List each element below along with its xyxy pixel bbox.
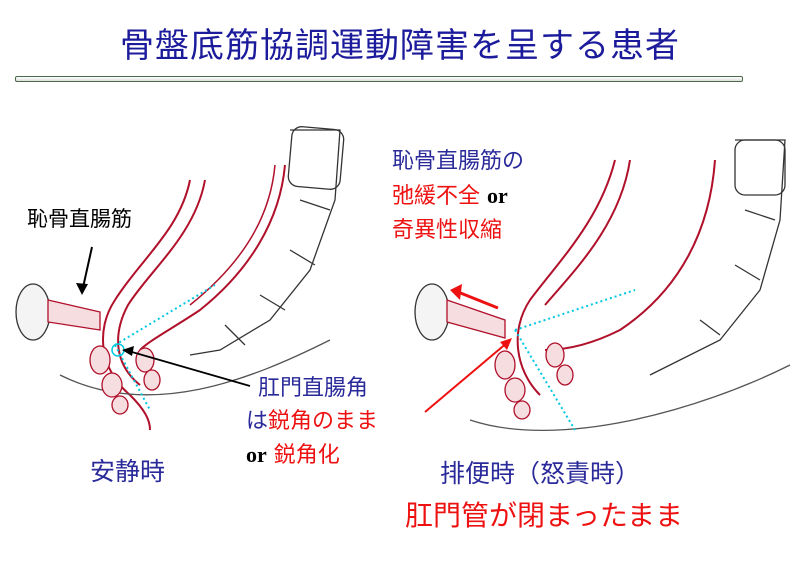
left-caption: 安静時	[90, 457, 166, 486]
pubic-bone	[414, 283, 450, 341]
angle-state-line: は鋭角のまま	[246, 403, 378, 435]
coccyx-segment	[287, 126, 345, 190]
rectum-wall-back	[139, 164, 286, 351]
red-pointer-arrow	[424, 341, 509, 413]
dysfunction-1: 弛緩不全	[392, 184, 481, 209]
slide-title: 骨盤底筋協調運動障害を呈する患者	[120, 26, 680, 66]
left-illustration-rest	[15, 126, 345, 431]
sphincter-muscle-bundles	[494, 342, 574, 420]
angle-state-alt: 鋭角化	[273, 443, 340, 468]
dysfunction-2: 奇異性収縮	[392, 218, 503, 243]
coccyx-segment	[734, 139, 786, 196]
rectum-wall-inner	[544, 159, 631, 306]
result-text: 肛門管が閉まったまま	[405, 499, 684, 532]
sacrum	[649, 139, 786, 376]
angle-pointer-arrow	[124, 349, 251, 387]
or-label: or	[246, 442, 267, 467]
left-muscle-label: 恥骨直腸筋	[27, 207, 132, 231]
dysfunction-line-1: 弛緩不全 or	[392, 178, 508, 210]
rectum-wall-inner	[117, 179, 206, 386]
right-muscle-label: 恥骨直腸筋の	[392, 149, 525, 174]
body-outline	[469, 364, 791, 431]
anorectal-angle-guide	[514, 289, 636, 431]
or-label: or	[487, 183, 508, 208]
right-illustration-straining	[414, 139, 791, 431]
body-outline	[59, 339, 331, 396]
contraction-arrow	[457, 290, 499, 310]
angle-prefix: は	[246, 409, 269, 434]
rectum-wall-outer	[516, 159, 616, 396]
rectum-wall-outer	[102, 179, 191, 431]
pubic-bone	[15, 283, 51, 341]
title-divider	[15, 76, 743, 82]
rectum-wall-back	[544, 159, 716, 351]
puborectalis-muscle	[47, 299, 101, 331]
anorectal-angle-guide	[114, 284, 216, 411]
right-caption: 排便時（怒責時）	[440, 459, 641, 488]
puborectalis-muscle	[446, 299, 506, 339]
angle-state: 鋭角のまま	[268, 409, 379, 434]
anorectal-angle-label: 肛門直腸角	[258, 376, 369, 401]
angle-alt-line: or 鋭角化	[246, 437, 340, 469]
sacrum	[189, 129, 341, 356]
